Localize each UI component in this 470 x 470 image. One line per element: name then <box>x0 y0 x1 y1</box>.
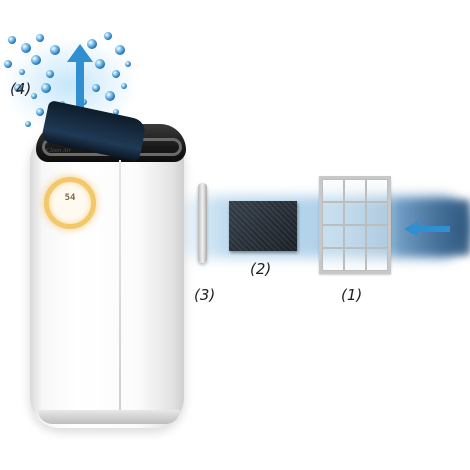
arrow-left-icon <box>404 221 450 237</box>
arrow-up-icon <box>67 44 93 116</box>
brand-logo: Clean Air <box>46 148 72 154</box>
filter-plate <box>198 183 207 263</box>
device-base <box>38 410 180 424</box>
mesh-filter <box>319 176 391 274</box>
label-outlet: (4) <box>10 80 32 98</box>
water-bubbles-icon <box>2 32 138 137</box>
label-filter-2: (2) <box>250 260 272 278</box>
dehumidifier-body <box>30 128 184 428</box>
display-ring <box>44 177 96 229</box>
label-filter-1: (1) <box>341 286 363 304</box>
device-seam <box>119 160 121 415</box>
display-readout: 54 <box>64 193 76 203</box>
label-filter-3: (3) <box>194 286 216 304</box>
carbon-filter <box>229 201 297 251</box>
